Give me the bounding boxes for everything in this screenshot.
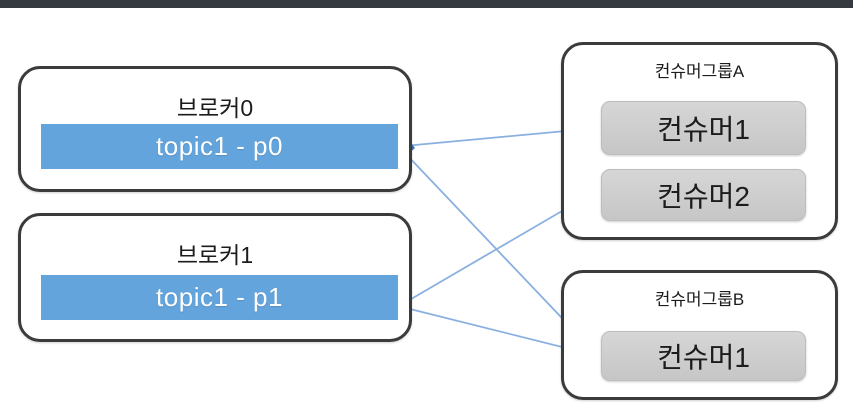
consumer-group-title-b: 컨슈머그룹B [654,290,745,309]
broker-title-1: 브로커1 [176,242,254,268]
top-window-strip [0,0,853,8]
consumer-group-title-a: 컨슈머그룹A [654,62,745,81]
partition-bar-topic1-p1[interactable]: topic1 - p1 [41,275,398,320]
broker-title-0: 브로커0 [176,95,254,121]
broker-card-1[interactable]: 브로커1 topic1 - p1 [18,213,412,342]
consumer-box-b1[interactable]: 컨슈머1 [601,331,806,381]
broker-card-0[interactable]: 브로커0 topic1 - p0 [18,66,412,192]
consumer-box-a2[interactable]: 컨슈머2 [601,169,806,221]
partition-bar-topic1-p0[interactable]: topic1 - p0 [41,124,398,169]
consumer-box-a1[interactable]: 컨슈머1 [601,101,806,155]
consumer-group-card-a[interactable]: 컨슈머그룹A 컨슈머1 컨슈머2 [561,42,838,240]
consumer-group-card-b[interactable]: 컨슈머그룹B 컨슈머1 [561,270,838,400]
